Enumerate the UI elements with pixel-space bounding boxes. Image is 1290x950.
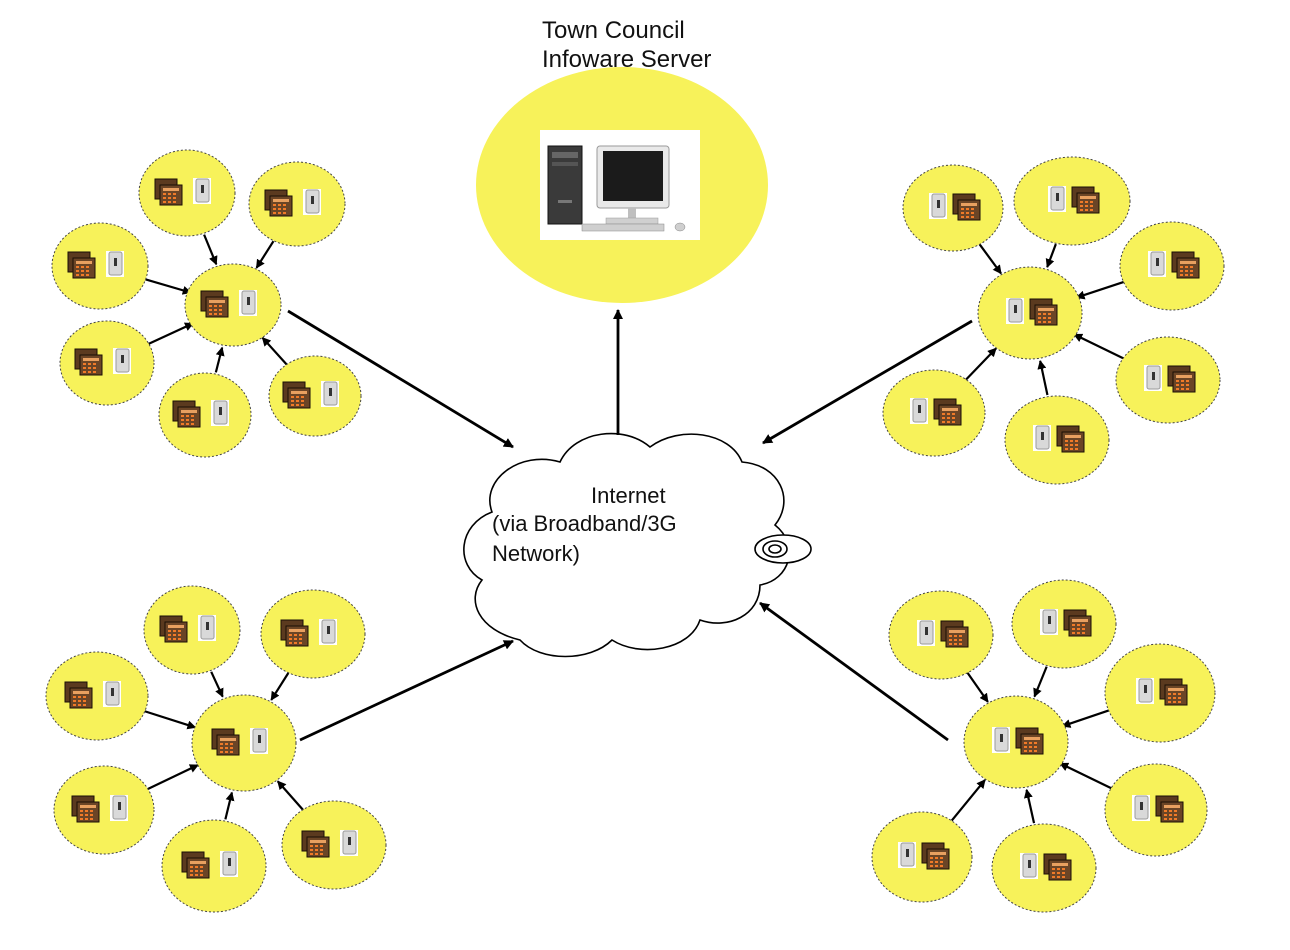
server-title: Town Council Infoware Server (542, 16, 711, 74)
wall-reader-icon (909, 397, 929, 425)
link-arrow (950, 779, 986, 822)
link-arrow (1061, 708, 1113, 728)
hub-node (184, 263, 282, 347)
wall-reader-icon (249, 727, 269, 755)
hub-node (963, 695, 1069, 789)
link-arrow (966, 672, 989, 703)
wall-reader-icon (210, 399, 230, 427)
wall-reader-icon (105, 250, 125, 278)
wall-reader-icon (219, 850, 239, 878)
link-arrow (210, 671, 224, 698)
device-node (1104, 763, 1208, 857)
link-arrow (140, 708, 197, 730)
wall-reader-icon (928, 192, 948, 220)
link-arrow (142, 277, 192, 295)
link-arrow (255, 240, 275, 269)
wall-reader-icon (102, 680, 122, 708)
device-cluster (871, 579, 1216, 913)
cloud-label-line1: Internet (591, 483, 666, 508)
wall-reader-icon (1131, 794, 1151, 822)
device-node (1119, 221, 1225, 311)
device-node (161, 819, 267, 913)
wall-reader-icon (1135, 677, 1155, 705)
link-arrow (964, 347, 997, 382)
link-arrow (203, 234, 218, 266)
desktop-computer-icon (547, 145, 686, 232)
internet-cloud (463, 432, 812, 658)
wall-reader-icon (1039, 608, 1059, 636)
link-arrow (1023, 788, 1036, 824)
link-arrow (1059, 762, 1114, 791)
device-cluster (51, 149, 362, 458)
device-node (260, 589, 366, 679)
cloud-label-line3: Network) (492, 541, 581, 566)
wall-reader-icon (302, 188, 322, 216)
server-title-line1: Town Council (542, 17, 685, 44)
device-node (1004, 395, 1110, 485)
link-arrow (1075, 279, 1129, 300)
device-node (51, 222, 149, 310)
device-node (53, 765, 155, 855)
link-arrow (224, 791, 235, 820)
wall-reader-icon (1005, 297, 1025, 325)
wall-reader-icon (916, 619, 936, 647)
wall-reader-icon (1032, 424, 1052, 452)
wall-reader-icon (197, 614, 217, 642)
wall-reader-icon (109, 794, 129, 822)
device-cluster (882, 156, 1225, 485)
hub-node (191, 694, 297, 792)
wall-reader-icon (320, 380, 340, 408)
main-arrows (287, 309, 973, 742)
server-node (476, 67, 768, 303)
wall-reader-icon (991, 726, 1011, 754)
device-node (138, 149, 236, 237)
wall-reader-icon (112, 347, 132, 375)
wall-reader-icon (1047, 185, 1067, 213)
wall-reader-icon (897, 841, 917, 869)
device-node (158, 372, 252, 458)
device-node (871, 811, 973, 903)
wall-reader-icon (1019, 852, 1039, 880)
wall-reader-icon (238, 289, 258, 317)
link-arrow (145, 764, 199, 792)
device-node (248, 161, 346, 247)
device-node (268, 355, 362, 437)
link-arrow (978, 243, 1002, 275)
link-arrow (1073, 333, 1128, 362)
device-node (59, 320, 155, 406)
wall-reader-icon (192, 177, 212, 205)
device-node (991, 823, 1097, 913)
link-arrow (146, 322, 194, 346)
cloud-label-line2: (via Broadband/3G (492, 511, 677, 536)
device-cluster (45, 585, 387, 913)
link-arrow (1045, 243, 1057, 269)
wall-reader-icon (318, 618, 338, 646)
link-arrow (1037, 359, 1049, 396)
link-arrow (261, 336, 288, 366)
link-arrow (276, 780, 305, 812)
device-node (1115, 336, 1221, 424)
wall-reader-icon (339, 829, 359, 857)
link-arrow (270, 672, 290, 701)
wall-reader-icon (1147, 250, 1167, 278)
link-arrow (1033, 666, 1048, 698)
hub-node (977, 266, 1083, 360)
device-node (888, 590, 994, 680)
device-node (882, 369, 986, 457)
server-title-line2: Infoware Server (542, 46, 712, 73)
wall-reader-icon (1143, 364, 1163, 392)
device-node (902, 164, 1004, 252)
device-node (1013, 156, 1131, 246)
device-node (1104, 643, 1216, 743)
device-node (1011, 579, 1117, 669)
device-node (281, 800, 387, 890)
cloud-icon (463, 432, 812, 658)
device-node (143, 585, 241, 675)
device-node (45, 651, 149, 741)
link-arrow (214, 346, 225, 373)
